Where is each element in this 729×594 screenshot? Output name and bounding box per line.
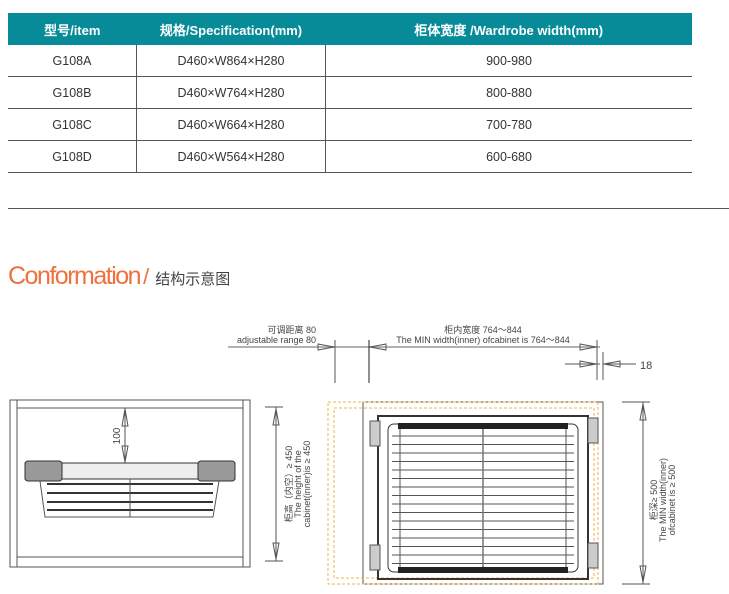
front-view: 100 柜高（内空）≥ 450 The height of the cabine… [9, 399, 312, 568]
section-title: Conformation/ 结构示意图 [8, 262, 230, 291]
divider [8, 208, 729, 209]
inner-width-cn: 柜内宽度 764～844 [444, 324, 522, 335]
cell-spec: D460×W564×H280 [136, 140, 326, 173]
cell-spec: D460×W864×H280 [136, 45, 326, 77]
cell-item: G108B [8, 76, 137, 109]
col-spec: 规格/Specification(mm) [136, 13, 326, 45]
top-view: 柜深≥ 500 The MIN width(inner) ofcabinet i… [327, 401, 677, 585]
inner-width-en: The MIN width(inner) ofcabinet is 764～84… [396, 335, 570, 345]
col-width: 柜体宽度 /Wardrobe width(mm) [325, 13, 692, 45]
cell-spec: D460×W664×H280 [136, 108, 326, 141]
spec-table: 型号/item 规格/Specification(mm) 柜体宽度 /Wardr… [8, 13, 692, 173]
cell-spec: D460×W764×H280 [136, 76, 326, 109]
title-en: Conformation [8, 262, 142, 290]
height-label-en1: The height of the [293, 450, 303, 518]
col-item: 型号/item [8, 13, 137, 45]
cell-width: 700-780 [325, 108, 692, 141]
depth-label-en1: The MIN width(inner) [658, 458, 668, 542]
height-label-en2: cabinet(inner)is ≥ 450 [302, 441, 312, 527]
cell-width: 900-980 [325, 45, 692, 77]
title-slash: / [143, 264, 150, 289]
table-header-row: 型号/item 规格/Specification(mm) 柜体宽度 /Wardr… [8, 13, 692, 45]
cell-item: G108A [8, 45, 137, 77]
depth-label-cn: 柜深≥ 500 [648, 480, 659, 520]
side-thickness-label: 18 [640, 360, 652, 372]
cell-item: G108C [8, 108, 137, 141]
clearance-label: 100 [112, 427, 123, 444]
cell-item: G108D [8, 140, 137, 173]
height-label-cn: 柜高（内空）≥ 450 [283, 446, 294, 522]
cell-width: 600-680 [325, 140, 692, 173]
cell-width: 800-880 [325, 76, 692, 109]
top-dimensions: 可调距离 80 adjustable range 80 柜内宽度 764～844… [228, 324, 652, 383]
title-cn: 结构示意图 [155, 271, 231, 288]
adjust-label-en: adjustable range 80 [237, 335, 316, 345]
adjust-label-cn: 可调距离 80 [267, 324, 316, 335]
depth-label-en2: ofcabinet is ≥ 500 [667, 465, 677, 535]
